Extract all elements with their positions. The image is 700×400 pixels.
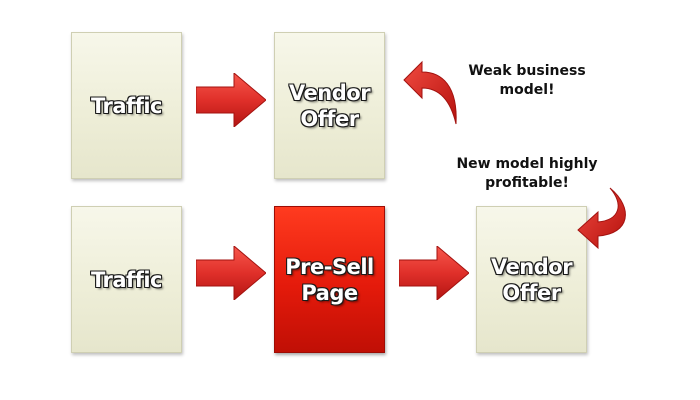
traffic-box: Traffic [71, 32, 182, 179]
traffic-box: Traffic [71, 206, 182, 353]
curved-arrow-icon [577, 187, 626, 250]
box-label-line: Pre-Sell [285, 254, 374, 279]
box-label-line: Vendor [490, 254, 573, 279]
box-label-line: Traffic [91, 93, 162, 118]
note-line: New model highly [456, 156, 598, 172]
right-arrow-icon [196, 246, 266, 300]
box-label: Pre-Sell Page [285, 254, 374, 306]
box-label-line: Offer [502, 280, 561, 305]
note-line: profitable! [485, 175, 569, 191]
profitable-model-note: New model highly profitable! [432, 155, 622, 193]
pre-sell-page-box: Pre-Sell Page [274, 206, 385, 353]
right-arrow-icon [196, 73, 266, 127]
vendor-offer-box: Vendor Offer [274, 32, 385, 179]
box-label: Vendor Offer [288, 80, 371, 132]
vendor-offer-box: Vendor Offer [476, 206, 587, 353]
curved-arrow-icon [403, 60, 457, 125]
box-label-line: Traffic [91, 267, 162, 292]
box-label-line: Offer [300, 106, 359, 131]
box-label: Traffic [91, 93, 162, 119]
box-label-line: Page [301, 280, 358, 305]
right-arrow-icon [399, 246, 469, 300]
box-label: Traffic [91, 267, 162, 293]
note-line: model! [499, 82, 555, 98]
box-label: Vendor Offer [490, 254, 573, 306]
note-line: Weak business [468, 63, 586, 79]
weak-model-note: Weak business model! [446, 62, 608, 100]
box-label-line: Vendor [288, 80, 371, 105]
